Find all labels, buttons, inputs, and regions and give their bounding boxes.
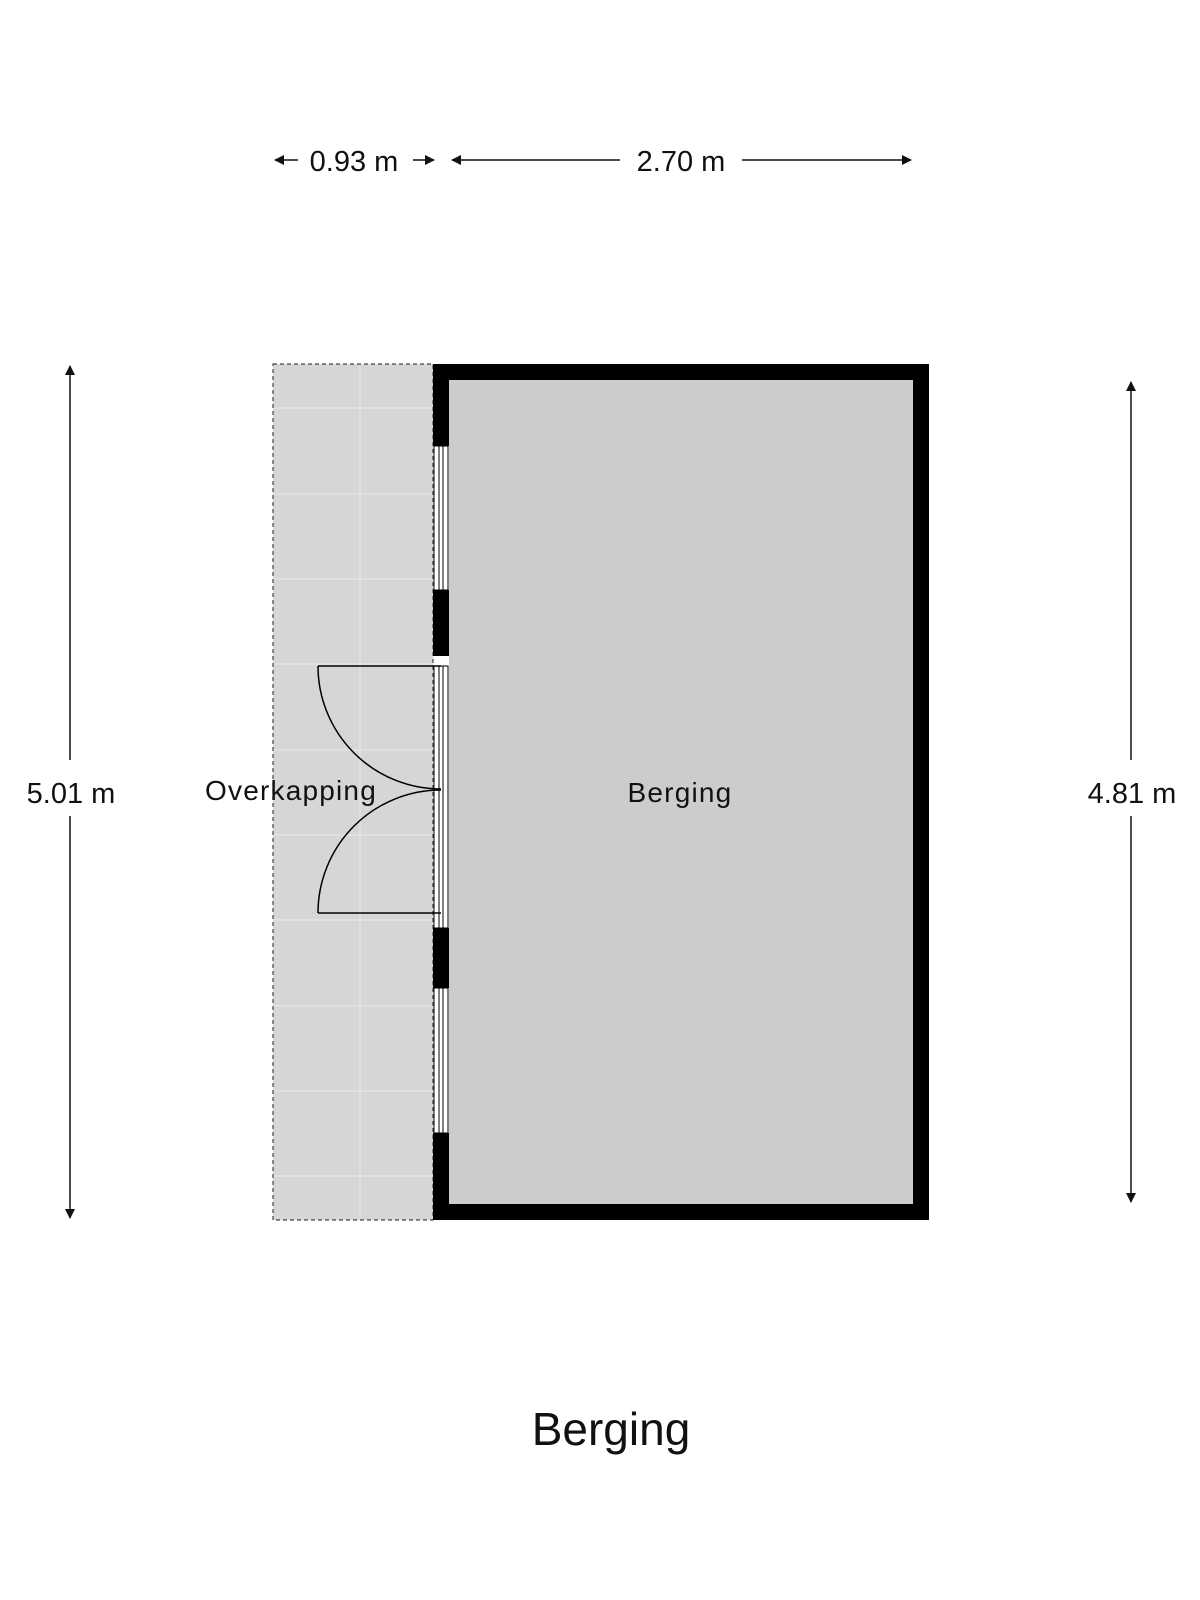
dimension-label-left: 5.01 m <box>27 778 116 810</box>
canopy-tile-grid <box>273 364 433 1220</box>
window-lower <box>433 987 449 1134</box>
dimension-label-right: 4.81 m <box>1088 778 1177 810</box>
dimension-label-top-left: 0.93 m <box>310 146 399 178</box>
dimension-top-right: 2.70 m <box>451 146 912 178</box>
dimension-right: 4.81 m <box>1088 381 1177 1203</box>
canopy-area <box>272 363 434 1221</box>
double-door <box>317 665 449 929</box>
wall-left-segment <box>433 928 449 988</box>
wall-top <box>433 364 929 380</box>
door-swing-lower <box>317 789 442 914</box>
dimension-top-left: 0.93 m <box>274 146 435 178</box>
walls <box>433 364 929 1220</box>
plan-title: Berging <box>532 1403 691 1455</box>
wall-left-segment <box>433 590 449 656</box>
wall-right <box>913 364 929 1220</box>
room-label-canopy: Overkapping <box>205 775 377 806</box>
wall-left-segment <box>433 364 449 446</box>
door-swing-upper <box>317 665 442 790</box>
window-upper <box>433 445 449 591</box>
wall-left-segment <box>433 1133 449 1220</box>
storage-floor <box>449 380 913 1204</box>
dimension-left: 5.01 m <box>27 365 116 1219</box>
wall-bottom <box>433 1204 929 1220</box>
room-label-storage: Berging <box>628 777 733 808</box>
canopy-outline <box>272 363 434 1221</box>
dimension-label-top-right: 2.70 m <box>637 146 726 178</box>
